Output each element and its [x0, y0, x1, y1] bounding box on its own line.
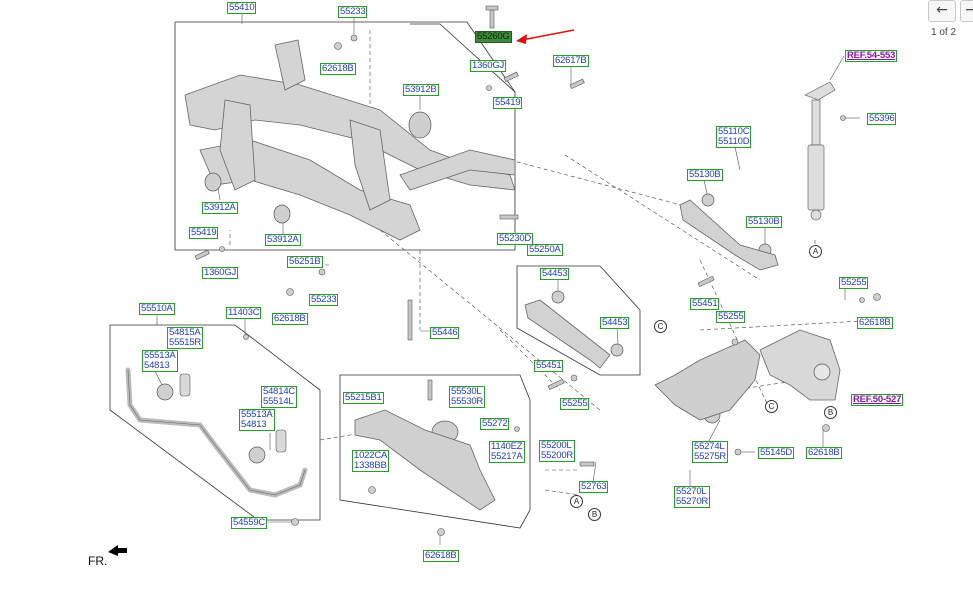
part-label-55130b-upper[interactable]: 55130B — [687, 169, 723, 181]
bushing-54453-lower — [610, 343, 624, 357]
part-label-55145d[interactable]: 55145D — [758, 447, 795, 459]
part-label-55233-center[interactable]: 55233 — [309, 294, 339, 306]
bushing-53912a-center — [273, 204, 291, 224]
callout-b-lower: B — [588, 508, 601, 521]
part-label-54453-lower[interactable]: 54453 — [600, 317, 630, 329]
callout-c-knuckle: C — [765, 400, 778, 413]
ref-link-54-553[interactable]: REF.54-553 — [845, 50, 898, 62]
part-label-55419-left[interactable]: 55419 — [189, 227, 219, 239]
prev-page-button[interactable]: ← — [928, 0, 956, 22]
trailing-arm-55270 — [654, 339, 761, 421]
part-label-55396[interactable]: 55396 — [867, 113, 897, 125]
part-label-55410[interactable]: 55410 — [227, 2, 257, 14]
subframe-side-rail-left — [219, 99, 256, 191]
shock-absorber — [804, 81, 836, 221]
lower-control-arm — [354, 409, 496, 511]
arrow-right-icon: → — [965, 2, 973, 18]
front-direction-arrow — [108, 545, 127, 556]
part-label-55255-upper[interactable]: 55255 — [716, 311, 746, 323]
part-label-55230d[interactable]: 55230D — [497, 233, 534, 245]
part-label-62618b-knuckle[interactable]: 62618B — [806, 447, 842, 459]
part-label-55233-top[interactable]: 55233 — [338, 6, 368, 18]
part-label-53912b[interactable]: 53912B — [403, 84, 439, 96]
upper-arm-55110 — [679, 199, 779, 271]
bushing-stabilizer-right — [248, 446, 266, 464]
part-label-55215b1[interactable]: 55215B1 — [343, 392, 384, 404]
part-label-1360gj-top[interactable]: 1360GJ — [470, 60, 507, 72]
callout-a-lower: A — [570, 495, 583, 508]
part-label-55451-upper[interactable]: 55451 — [690, 298, 720, 310]
part-label-53912a-left[interactable]: 53912A — [202, 202, 238, 214]
stabilizer-group-box — [109, 324, 321, 521]
part-label-55446[interactable]: 55446 — [430, 327, 460, 339]
part-label-55250a[interactable]: 55250A — [527, 244, 563, 256]
part-label-53912a-center[interactable]: 53912A — [265, 234, 301, 246]
part-label-54453-upper[interactable]: 54453 — [540, 268, 570, 280]
part-label-62618b-top[interactable]: 62618B — [320, 63, 356, 75]
bushing-53912a-left — [204, 172, 222, 192]
front-orientation-label: FR. — [88, 554, 108, 568]
lower-arm-group-box — [339, 374, 531, 529]
part-label-62618b-center[interactable]: 62618B — [272, 313, 308, 325]
bushing-53912b — [408, 111, 432, 139]
part-label-55255-lower[interactable]: 55255 — [560, 398, 590, 410]
part-label-62618b-right[interactable]: 62618B — [857, 317, 893, 329]
part-label-55510a[interactable]: 55510A — [139, 303, 175, 315]
part-label-55419-top[interactable]: 55419 — [493, 97, 523, 109]
part-label-1360gj-left[interactable]: 1360GJ — [202, 267, 239, 279]
subframe-side-rail-right — [349, 119, 391, 211]
part-label-62618b-bottom[interactable]: 62618B — [423, 550, 459, 562]
trailing-link-right — [399, 149, 516, 191]
part-label-11403c[interactable]: 11403C — [226, 307, 262, 319]
part-label-55130b-lower[interactable]: 55130B — [746, 216, 782, 228]
bushing-55130b-upper — [701, 193, 715, 207]
callout-a-upper: A — [809, 245, 822, 258]
next-page-button[interactable]: → — [960, 0, 973, 22]
part-label-54559c[interactable]: 54559C — [231, 517, 268, 529]
part-label-55255-right[interactable]: 55255 — [839, 277, 869, 289]
subframe-group-box — [174, 21, 516, 251]
rear-knuckle — [759, 329, 841, 401]
ref-link-50-527[interactable]: REF.50-527 — [851, 394, 904, 406]
subframe-mount-tower — [274, 39, 306, 91]
page-indicator: 1 of 2 — [931, 27, 957, 38]
bushing-54453-upper — [551, 290, 565, 304]
highlight-pointer-arrow — [521, 29, 575, 41]
callout-c-upper: C — [654, 320, 667, 333]
part-label-55451-lower[interactable]: 55451 — [534, 360, 564, 372]
arrow-left-icon: ← — [936, 2, 948, 18]
part-label-55260g-highlighted[interactable]: 55260G — [475, 31, 512, 43]
part-label-62617b[interactable]: 62617B — [553, 55, 589, 67]
callout-b-knuckle: B — [824, 406, 837, 419]
upper-link-54453 — [524, 299, 611, 369]
part-label-55272[interactable]: 55272 — [480, 418, 510, 430]
part-label-56251b[interactable]: 56251B — [287, 256, 323, 268]
upper-link-group-box — [516, 265, 641, 376]
bushing-stabilizer-left — [156, 383, 174, 401]
part-label-52763[interactable]: 52763 — [579, 481, 609, 493]
